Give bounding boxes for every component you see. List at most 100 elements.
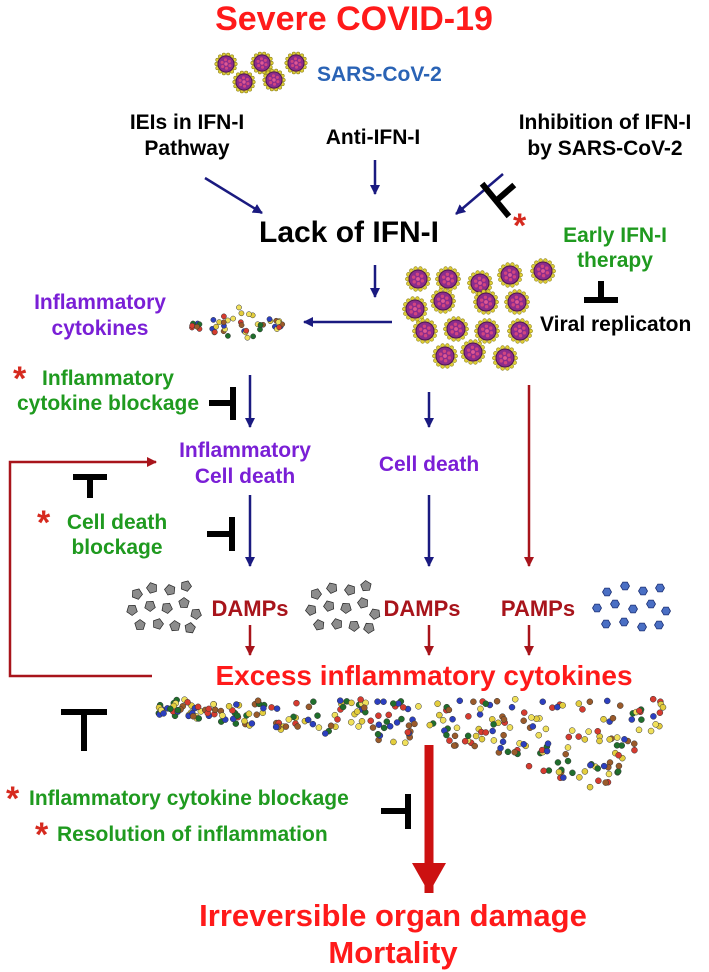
cytokine-dot [500,716,508,723]
inhibition-label: Inhibition of IFN-I by SARS-CoV-2 [519,110,692,162]
cytokine-dot [439,717,447,724]
cytokine-dot [453,724,461,732]
cytokine-dot [386,723,394,730]
cytokine-dot [482,700,490,707]
outcome-label: Irreversible organ damage Mortality [199,897,587,971]
cytokine-dot [595,777,602,785]
cytokine-dot [184,699,191,706]
asterisk-icon: * [35,816,49,854]
virus-particle-icon [435,266,461,292]
cytokine-dot [160,710,167,717]
cytokine-dot [405,722,413,729]
virus-particle-icon [530,258,556,284]
cytokine-dot [314,712,321,719]
cytokine-dot [375,721,383,728]
cytokine-dot [236,304,242,311]
cytokine-dot [511,696,519,703]
cytokine-dot [613,734,621,741]
cytokine-dot [581,768,589,775]
cytokine-dot [554,703,561,711]
cytokine-dot [562,750,569,758]
cytokine-dot [243,327,250,334]
cytokine-dot [635,726,643,734]
early-ifn-therapy-line-1: Early IFN-I [563,224,667,247]
cytokine-dot [596,737,603,745]
virus-particle-icon [262,68,286,92]
inhibitor-feedback-loop [73,474,107,498]
cytokine-dot [167,705,174,713]
cytokine-dot [600,716,607,723]
cytokine-dot [380,698,387,705]
cytokine-dot [493,698,501,705]
cytokine-dot [248,720,256,727]
cytokine-dot [266,316,273,322]
cytokine-dot [347,718,355,726]
cytokine-dot [554,759,562,766]
cytokine-dot [465,713,472,720]
cytokine-dot [241,717,248,725]
asterisk-icon: * [6,780,20,818]
cytokine-dot [650,713,657,720]
cytokine-dot [506,724,514,731]
cytokine-dot [390,700,397,707]
cytokine-dot [638,716,645,723]
damp-molecule [340,603,352,614]
cytokine-dot [470,698,477,706]
inhibitor-cell-death-blockage [207,517,235,551]
damp-molecule [323,600,335,612]
lack-of-ifn-label: Lack of IFN-I [258,216,440,249]
damp-molecule [348,621,360,632]
cell-death-blockage-line-2: blockage [71,536,163,559]
cytokine-dot [568,727,576,734]
cell-death-blockage-line-1: Cell death [66,511,168,534]
cytokine-dot [614,768,622,775]
damp-molecule [184,622,196,634]
cytokine-dot [436,711,443,719]
cytokine-dot [575,733,582,740]
cytokine-dot [520,709,528,716]
pamp-molecule [654,620,664,630]
cytokine-dot [559,702,566,709]
inhibition-label-line-1: Inhibition of IFN-I [518,111,692,134]
cytokine-dot [504,748,512,756]
cytokine-dot [540,767,547,775]
cytokine-dot [225,702,233,710]
cytokine-dot [511,748,518,756]
cytokine-dot [602,779,609,786]
cytokine-dot [451,732,459,740]
cytokine-dot [285,716,293,723]
pamp-molecule [592,603,602,613]
cell-death-blockage-label: Cell death blockage [67,510,167,560]
pamp-molecule [646,599,656,609]
cytokine-dot [543,747,551,755]
cytokine-dot [189,322,196,329]
cytokine-dot [294,723,301,730]
cytokine-dot [334,716,341,723]
cytokine-dot [445,706,453,714]
cytokine-dot [579,706,586,713]
cytokine-dot [605,770,613,778]
cytokine-dot [449,715,456,723]
virus-particle-icon [405,266,431,292]
damp-molecule [344,584,355,596]
cytokine-dot [426,721,434,729]
cell-death-label: Cell death [378,453,480,476]
outcome-line-2: Mortality [328,935,458,970]
inhibitor-early-therapy [479,181,517,219]
cytokine-dot [628,716,636,723]
cytokine-dot [477,705,484,713]
cytokine-dot [221,313,227,320]
cytokine-dot [268,704,275,711]
damp-molecule [144,601,156,612]
cytokine-dot [615,762,623,770]
virus-particle-icon [497,262,523,288]
cytokine-dot [576,774,583,781]
cytokine-dot [234,712,241,719]
cytokine-dot [244,334,251,341]
cytokine-dot [500,731,507,739]
cytokine-dot [327,722,335,730]
sars-cov-2-label: SARS-CoV-2 [317,63,442,86]
cytokine-dot [528,714,535,721]
cytokine-dot [233,701,240,708]
